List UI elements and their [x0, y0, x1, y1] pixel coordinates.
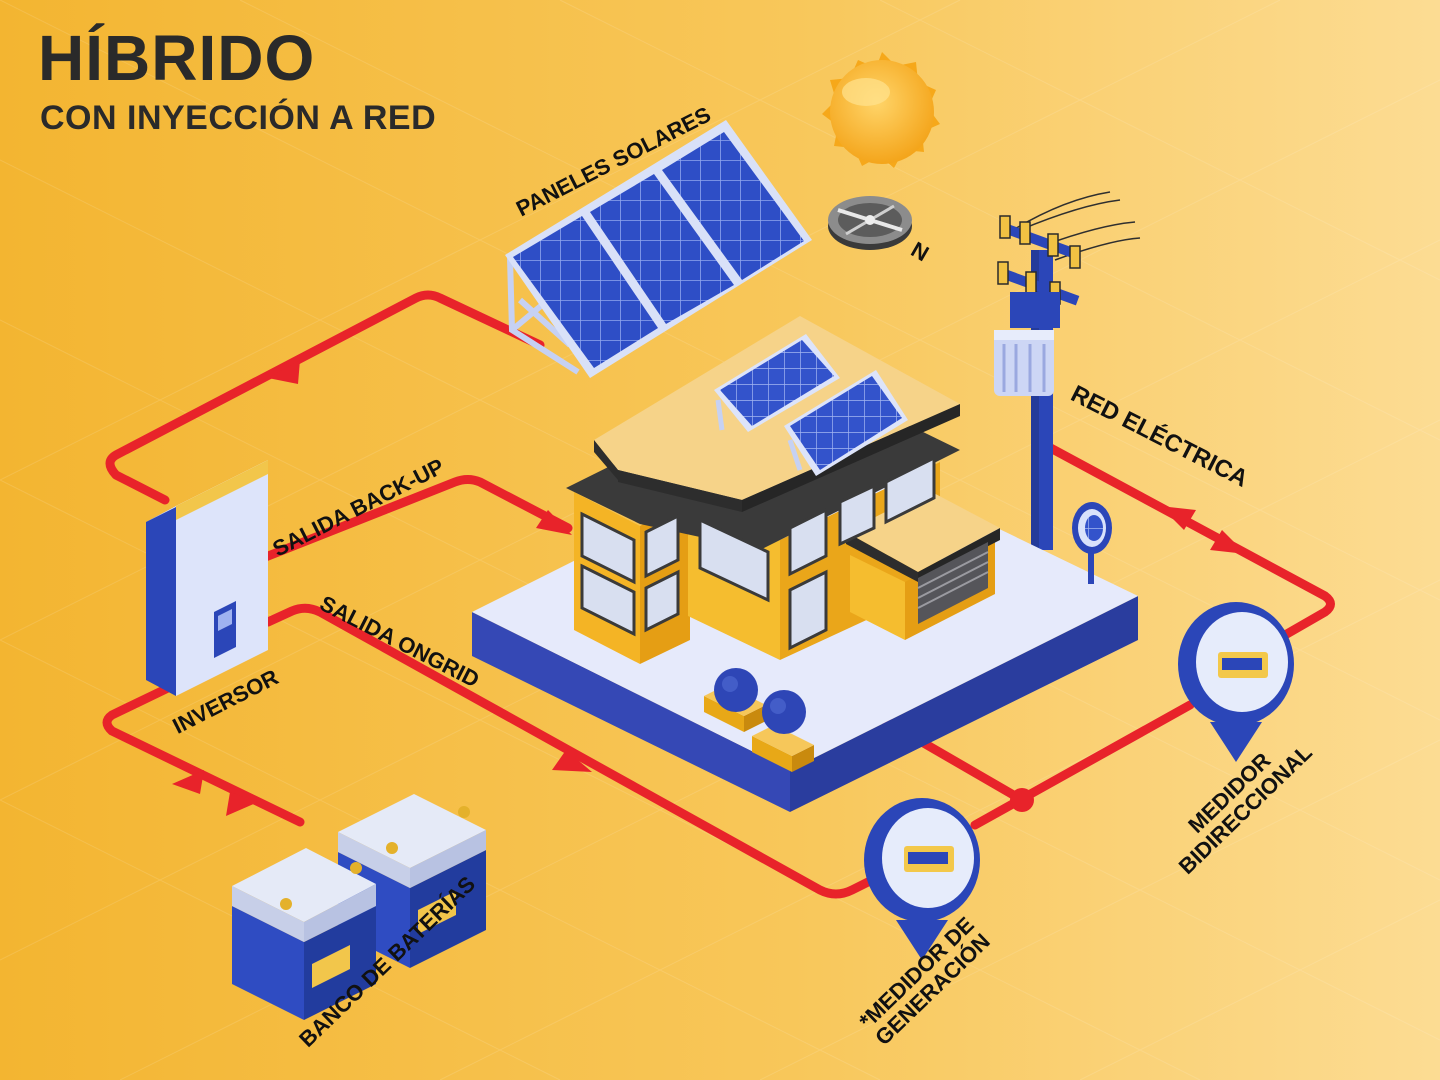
flow-arrow-icon [172, 770, 204, 794]
flow-arrow-icon [536, 510, 572, 535]
flow-arrow-icon [1160, 506, 1196, 530]
solar-panel-icon [505, 120, 812, 378]
flow-arrow-icon [226, 792, 258, 816]
grid-line [1040, 440, 1335, 640]
inverter-icon [146, 460, 268, 696]
battery-line [102, 683, 305, 827]
solar-sign-icon [1072, 502, 1112, 584]
flow-arrow-icon [552, 750, 592, 772]
meter-icon [864, 798, 980, 960]
page-title: HÍBRIDO [38, 22, 316, 94]
compass-icon [828, 196, 912, 250]
panels-to-inverter-line [105, 290, 545, 505]
generation-to-bidirectional-line [970, 700, 1195, 830]
battery-icon [232, 794, 486, 1020]
meter-icon [1178, 602, 1294, 762]
garden-bushes [704, 668, 814, 772]
house-icon [566, 316, 1000, 664]
flow-arrow-icon [1210, 530, 1246, 554]
utility-pole-icon [994, 191, 1141, 596]
ongrid-line [263, 603, 877, 899]
page-subtitle: CON INYECCIÓN A RED [40, 99, 437, 137]
backup-line [253, 475, 573, 565]
junction-dot [1010, 788, 1034, 812]
flow-arrow-icon [268, 360, 300, 384]
energy-flow-lines [102, 290, 1335, 899]
sun-icon [822, 52, 940, 168]
